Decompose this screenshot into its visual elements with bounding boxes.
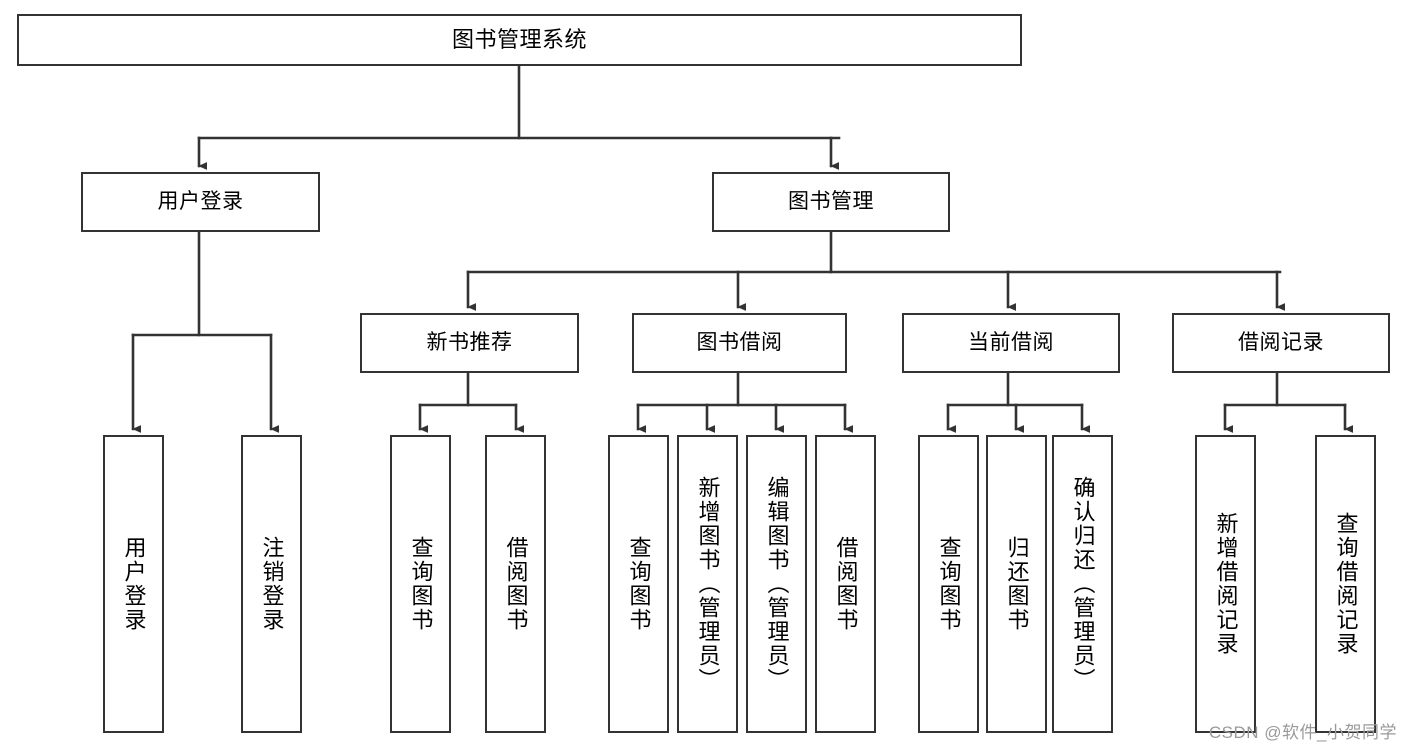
node-leaf-query-book-1[interactable]: 查询图书 — [390, 435, 451, 733]
node-book-borrow[interactable]: 图书借阅 — [632, 313, 847, 373]
node-leaf-add-book[interactable]: 新增图书（管理员） — [677, 435, 738, 733]
node-leaf-borrow-book-2[interactable]: 借阅图书 — [815, 435, 876, 733]
node-book-management-system[interactable]: 图书管理系统 — [17, 14, 1022, 66]
node-leaf-user-login[interactable]: 用户登录 — [103, 435, 164, 733]
node-label: 查询图书 — [936, 536, 962, 632]
node-user-login[interactable]: 用户登录 — [81, 172, 320, 232]
node-leaf-query-book-2[interactable]: 查询图书 — [608, 435, 669, 733]
node-label: 查询图书 — [626, 536, 652, 632]
node-label: 归还图书 — [1004, 536, 1030, 632]
node-label: 图书管理系统 — [451, 27, 587, 53]
node-label: 图书借阅 — [696, 330, 783, 354]
node-leaf-logout[interactable]: 注销登录 — [241, 435, 302, 733]
node-leaf-edit-book[interactable]: 编辑图书（管理员） — [746, 435, 807, 733]
node-label: 查询图书 — [408, 536, 434, 632]
node-borrow-record[interactable]: 借阅记录 — [1172, 313, 1390, 373]
node-label: 用户登录 — [157, 189, 244, 213]
node-book-management[interactable]: 图书管理 — [712, 172, 950, 232]
node-label: 当前借阅 — [968, 330, 1054, 354]
node-current-borrow[interactable]: 当前借阅 — [902, 313, 1120, 373]
node-leaf-confirm-return[interactable]: 确认归还（管理员） — [1052, 435, 1113, 733]
node-label: 确认归还（管理员） — [1070, 476, 1096, 692]
node-label: 注销登录 — [259, 536, 285, 632]
node-label: 新增借阅记录 — [1213, 512, 1239, 656]
node-label: 新增图书（管理员） — [695, 476, 721, 692]
node-leaf-query-record[interactable]: 查询借阅记录 — [1315, 435, 1376, 733]
node-label: 新书推荐 — [426, 330, 513, 354]
node-label: 用户登录 — [121, 536, 147, 632]
node-label: 编辑图书（管理员） — [764, 476, 790, 692]
node-label: 借阅记录 — [1238, 330, 1324, 354]
node-leaf-return-book[interactable]: 归还图书 — [986, 435, 1047, 733]
watermark-text: CSDN @软件_小贺同学 — [1208, 723, 1397, 742]
node-label: 查询借阅记录 — [1333, 512, 1359, 656]
node-label: 借阅图书 — [833, 536, 859, 632]
node-leaf-query-book-3[interactable]: 查询图书 — [918, 435, 979, 733]
node-label: 借阅图书 — [503, 536, 529, 632]
node-leaf-borrow-book-1[interactable]: 借阅图书 — [485, 435, 546, 733]
node-label: 图书管理 — [788, 189, 874, 213]
node-new-book-recommend[interactable]: 新书推荐 — [360, 313, 579, 373]
node-leaf-add-record[interactable]: 新增借阅记录 — [1195, 435, 1256, 733]
